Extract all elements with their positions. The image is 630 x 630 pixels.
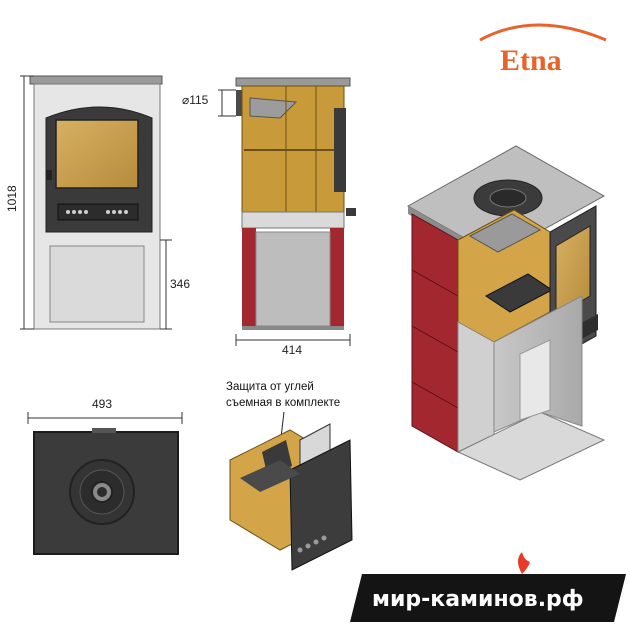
front-view: 1018 346 xyxy=(5,75,190,330)
guard-door-frame xyxy=(289,439,353,571)
site-url: мир-каминов.рф xyxy=(372,587,584,612)
side-section-view: 414 ⌀115 xyxy=(182,77,356,357)
front-glass xyxy=(55,119,139,189)
side-base-panel xyxy=(255,231,331,327)
dim-width: 493 xyxy=(92,397,112,411)
banner-background xyxy=(350,574,626,622)
side-door-latch xyxy=(346,208,356,216)
side-base-frame xyxy=(242,326,344,330)
side-door xyxy=(334,108,346,192)
side-baffle xyxy=(249,97,298,119)
site-banner: мир-каминов.рф xyxy=(350,552,626,622)
note-line-2: съемная в комплекте xyxy=(226,397,340,409)
side-base-left-brick xyxy=(242,228,256,328)
side-ash-chamber xyxy=(241,211,345,229)
front-base-panel xyxy=(49,245,145,323)
dim-depth: 414 xyxy=(282,343,302,357)
logo-roof xyxy=(479,23,607,42)
front-ashpan xyxy=(57,203,139,221)
top-view: 493 xyxy=(27,397,183,555)
iso-firebox-baffle xyxy=(468,213,542,253)
iso-door-glass xyxy=(555,225,591,317)
front-top-plate xyxy=(29,75,163,85)
dim-height-base: 346 xyxy=(170,277,190,291)
note-line-1: Защита от углей xyxy=(226,381,314,393)
ember-guard-detail: Защита от углей съемная в комплекте xyxy=(226,381,353,571)
logo-text: Etna xyxy=(500,44,562,77)
guard-vents xyxy=(297,535,327,553)
iso-base-floor xyxy=(456,411,606,481)
dim-pipe: ⌀115 xyxy=(182,93,209,107)
side-base-right-brick xyxy=(330,228,344,328)
dim-height-total: 1018 xyxy=(5,185,19,212)
front-door-handle xyxy=(46,170,52,180)
iso-left-wall xyxy=(411,213,459,453)
etna-logo: Etna xyxy=(479,23,607,77)
isometric-cutaway-view xyxy=(406,145,606,481)
side-flue xyxy=(236,90,244,116)
side-top-plate xyxy=(235,77,351,87)
iso-base-inner xyxy=(457,321,495,453)
air-vents xyxy=(66,210,128,214)
guard-grate xyxy=(240,460,300,492)
flame-icon xyxy=(518,552,530,574)
